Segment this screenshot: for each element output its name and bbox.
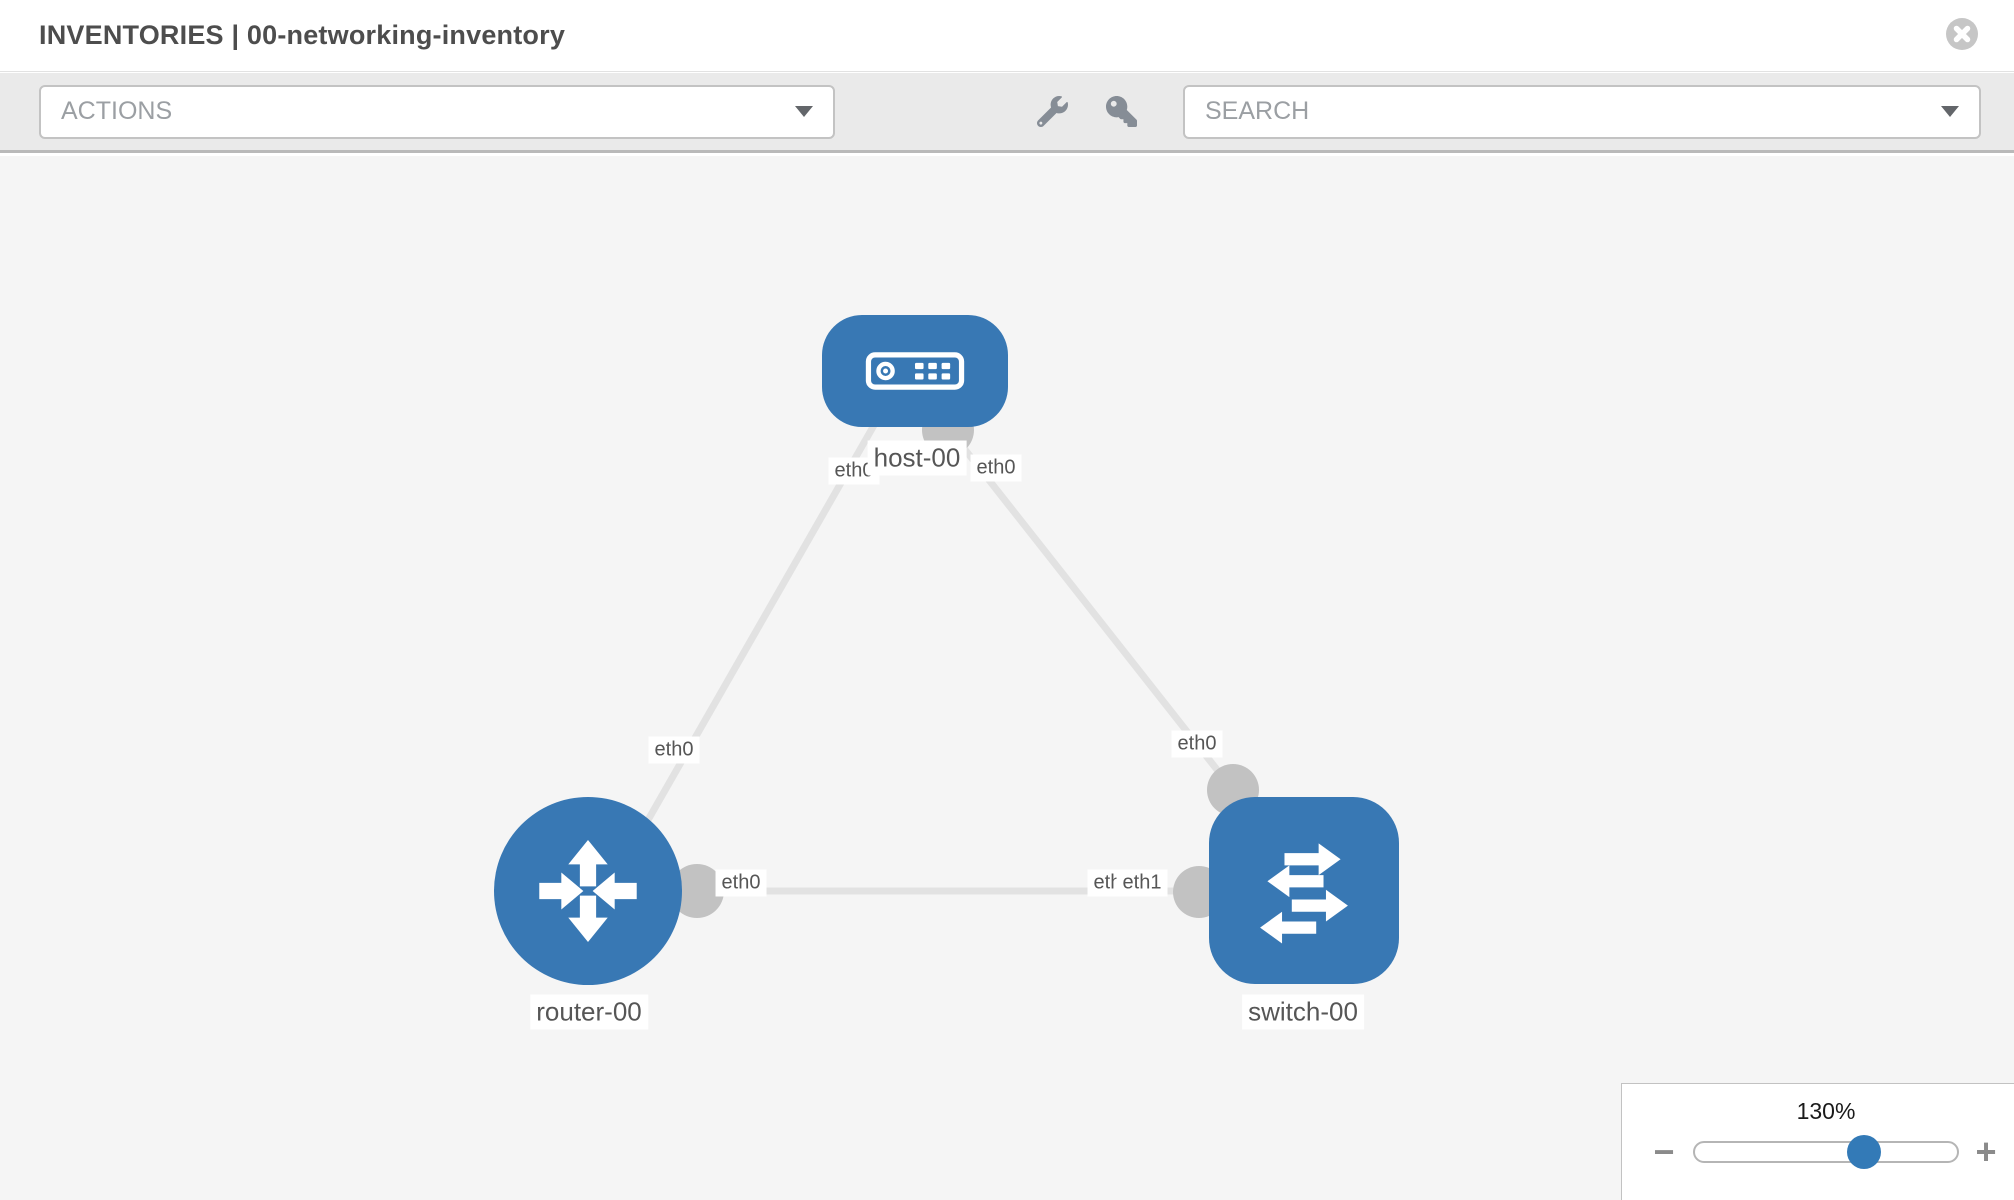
- chevron-down-icon: [795, 106, 813, 117]
- node-host-00[interactable]: [822, 315, 1008, 427]
- wrench-icon: [1036, 95, 1068, 128]
- zoom-out-button[interactable]: −: [1653, 1131, 1675, 1172]
- search-dropdown-label: SEARCH: [1205, 97, 1310, 125]
- router-icon: [539, 839, 637, 943]
- toolbar: ACTIONS SEARCH: [0, 73, 2014, 153]
- toolbar-tools: [835, 95, 1183, 128]
- node-label-switch: switch-00: [1242, 994, 1364, 1030]
- host-icon: [865, 352, 965, 390]
- search-dropdown[interactable]: SEARCH: [1183, 84, 1981, 139]
- topology-canvas[interactable]: host-00 router-00 switch-00 eth0 eth0 et…: [0, 156, 2014, 1200]
- zoom-panel: 130% − +: [1621, 1083, 2014, 1200]
- node-label-router: router-00: [530, 994, 648, 1030]
- close-icon: [1946, 18, 1978, 50]
- interface-label-router-to-switch: eth0: [715, 869, 767, 897]
- node-label-host: host-00: [867, 440, 967, 476]
- zoom-slider[interactable]: [1693, 1135, 1959, 1169]
- node-switch-00[interactable]: [1209, 797, 1399, 984]
- zoom-in-button[interactable]: +: [1975, 1131, 1997, 1172]
- header: INVENTORIES | 00-networking-inventory: [0, 0, 2014, 72]
- close-button[interactable]: [1946, 18, 1978, 50]
- interface-label-host-to-switch: eth0: [970, 454, 1022, 482]
- interface-label-switch-to-router: eth1: [1116, 869, 1168, 897]
- switch-icon: [1260, 842, 1348, 943]
- chevron-down-icon: [1941, 106, 1959, 117]
- node-router-00[interactable]: [494, 797, 682, 985]
- port-dot-router: [670, 864, 724, 918]
- page-title: INVENTORIES | 00-networking-inventory: [39, 20, 566, 50]
- configure-button[interactable]: [1036, 95, 1068, 128]
- credentials-button[interactable]: [1106, 96, 1137, 127]
- actions-dropdown[interactable]: ACTIONS: [39, 84, 835, 139]
- zoom-controls: − +: [1650, 1131, 2014, 1172]
- zoom-value: 130%: [1796, 1098, 1856, 1124]
- link-host-switch: [945, 425, 1236, 793]
- topology-links-layer: [644, 404, 1259, 918]
- interface-label-switch-to-host: eth0: [1171, 730, 1223, 758]
- interface-label-router-to-host: eth0: [648, 736, 700, 764]
- key-icon: [1106, 96, 1137, 127]
- actions-dropdown-label: ACTIONS: [61, 97, 173, 125]
- zoom-slider-thumb[interactable]: [1847, 1135, 1881, 1169]
